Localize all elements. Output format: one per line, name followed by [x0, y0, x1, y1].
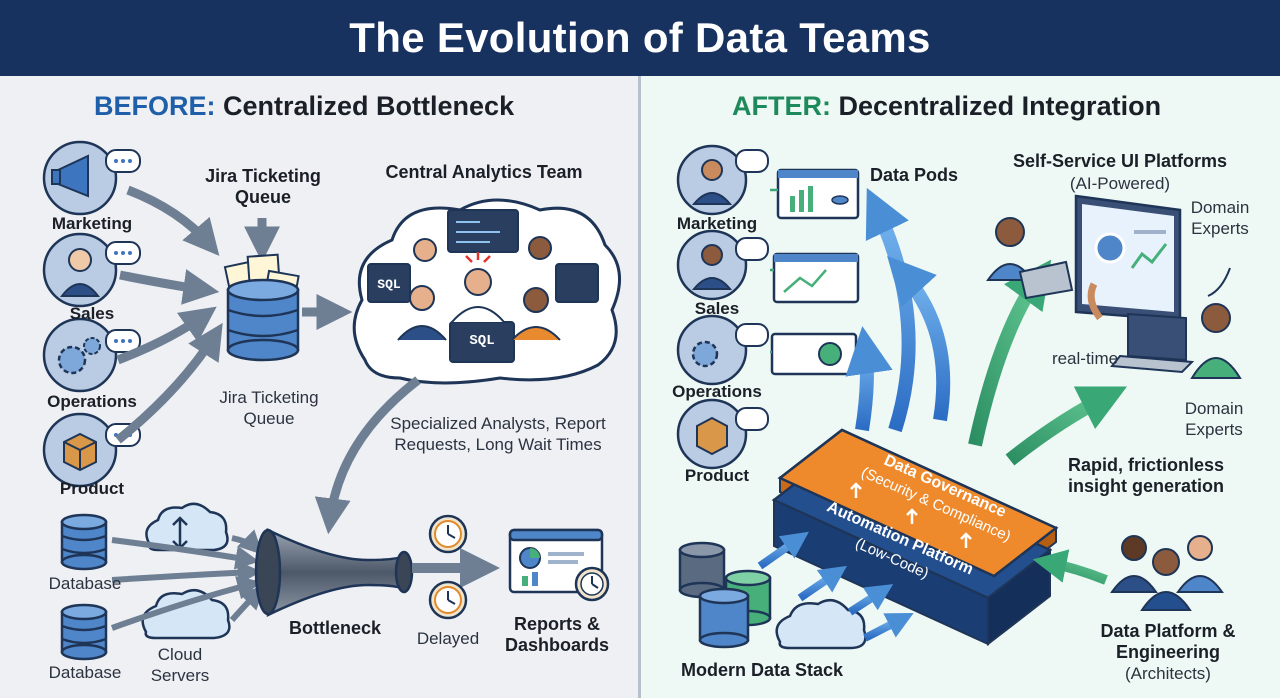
data-pods-label: Data Pods — [869, 165, 959, 185]
before-dept-product-label: Product — [59, 479, 125, 498]
clock-icon — [428, 580, 468, 620]
dept-product-icon — [42, 412, 141, 488]
data-platform-title: Data Platform & Engineering — [1100, 621, 1236, 662]
jira-queue-title: Jira Ticketing Queue — [205, 166, 321, 207]
stack-to-platform-arrows — [757, 531, 914, 642]
page-title: The Evolution of Data Teams — [349, 14, 931, 61]
self-service-subtitle: (AI-Powered) — [1069, 174, 1171, 193]
after-heading: AFTER: Decentralized Integration — [732, 91, 1162, 121]
rapid-insight-label: Rapid, frictionless insight generation — [1067, 455, 1225, 496]
dept-marketing-icon — [42, 140, 141, 216]
before-heading: BEFORE: Centralized Bottleneck — [94, 91, 515, 121]
cloud-sync-icon — [145, 502, 229, 552]
after-dept-icons — [676, 144, 769, 470]
queue-database-icon — [223, 253, 300, 362]
analyst-caption: Specialized Analysts, Report Requests, L… — [390, 414, 606, 454]
panel-divider — [638, 76, 641, 698]
platform-slab — [771, 428, 1059, 647]
source-database-1-label: Database — [48, 574, 122, 593]
domain-experts-bottom-label: Domain Experts — [1184, 399, 1244, 439]
domain-experts-top-label: Domain Experts — [1190, 198, 1250, 238]
dept-to-queue-arrows — [115, 185, 353, 444]
dashboard-icon — [508, 528, 610, 602]
cloud-servers-icon — [141, 588, 231, 640]
dept-sales-icon — [42, 232, 141, 308]
modern-data-stack-label: Modern Data Stack — [680, 660, 844, 680]
before-dept-marketing-label: Marketing — [51, 214, 133, 233]
chat-bubble-icon — [105, 149, 141, 173]
before-dept-sales-label: Sales — [69, 304, 115, 323]
modern-data-stack-icon — [678, 541, 867, 650]
after-dept-operations-label: Operations — [672, 382, 762, 401]
self-service-screen — [986, 194, 1242, 379]
cloud-servers-label: Cloud Servers — [150, 645, 210, 685]
source-to-bottleneck-arrows — [110, 529, 265, 631]
header-bar — [0, 0, 1280, 76]
analytics-team-cloud — [352, 198, 622, 385]
before-dept-operations-label: Operations — [47, 392, 137, 411]
bottleneck-label: Bottleneck — [288, 618, 382, 638]
self-service-title: Self-Service UI Platforms — [1012, 151, 1228, 171]
team-to-bottleneck-arrow — [314, 376, 421, 535]
after-dept-marketing-label: Marketing — [676, 214, 758, 233]
laptop-icon — [986, 217, 1074, 300]
after-dept-product-label: Product — [684, 466, 750, 485]
data-platform-subtitle: (Architects) — [1125, 664, 1211, 683]
sql-label-1: SQL — [377, 277, 401, 292]
realtime-label: real-time — [1051, 349, 1119, 368]
dept-operations-icon — [42, 317, 141, 393]
expert-pointer-line — [1207, 267, 1231, 297]
engineers-icon — [1110, 535, 1224, 611]
delayed-label: Delayed — [416, 629, 480, 648]
jira-queue-caption: Jira Ticketing Queue — [219, 388, 319, 428]
sql-label-2: SQL — [469, 333, 495, 349]
reports-dashboards-label: Reports & Dashboards — [504, 614, 610, 655]
engineers-to-platform-arrow — [1032, 549, 1108, 585]
clock-icon — [428, 514, 468, 554]
after-dept-sales-label: Sales — [694, 299, 740, 318]
source-database-2-label: Database — [48, 663, 122, 682]
source-database-1-icon — [60, 513, 108, 571]
data-pod-dashboards — [770, 168, 860, 376]
analytics-team-title: Central Analytics Team — [385, 162, 583, 182]
upward-blue-arrows — [845, 187, 951, 433]
source-database-2-icon — [60, 603, 108, 661]
funnel-icon — [254, 528, 414, 617]
